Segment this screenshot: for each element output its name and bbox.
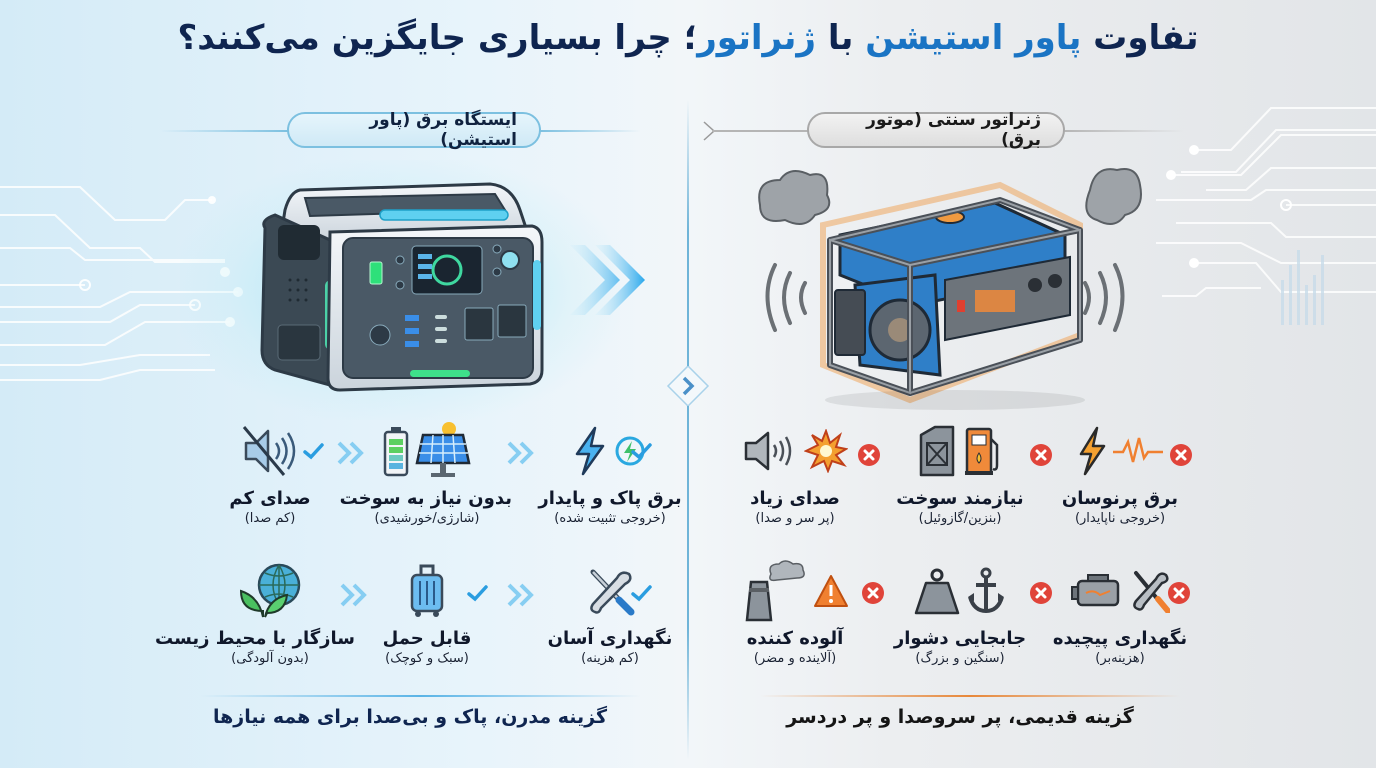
feature-complex-maintenance: نگهداری پیچیده (هزینه‌بر) [1035,560,1205,666]
chevrons-icon [337,441,364,465]
feature-title: قابل حمل [382,628,472,649]
loud-speaker-icon [744,431,792,471]
feature-subtitle: (خروجی تثبیت شده) [554,511,666,526]
feature-subtitle: (آلاینده و مضر) [753,651,837,666]
feature-subtitle: (بنزین/گازوئیل) [918,511,1002,526]
jerrycan-icon [919,425,955,477]
feature-portable: قابل حمل (سبک و کوچک) [342,560,512,666]
cross-icon [1168,582,1190,604]
feature-subtitle: (پر سر و صدا) [755,511,835,526]
left-footer-line [200,695,640,697]
pulse-wave-icon [1113,437,1163,463]
center-chevron-icon [666,366,710,406]
engine-icon [1071,574,1120,607]
feature-title: آلوده کننده [746,628,844,649]
feature-title: برق پرنوسان [1061,488,1179,509]
forward-arrows-icon [570,245,645,315]
generator-illustration [758,168,1142,410]
feature-title: نگهداری پیچیده [1052,628,1188,649]
check-icon [631,443,652,460]
anchor-icon [968,567,1004,614]
feature-subtitle: (هزینه‌بر) [1095,651,1145,666]
wrench-screwdriver-icon [1133,571,1170,613]
cross-icon [1030,444,1052,466]
fuel-pump-icon [965,427,999,475]
feature-subtitle: (کم هزینه) [581,651,639,666]
battery-icon [383,427,409,477]
wrench-screwdriver-icon [590,569,635,616]
cross-icon [862,582,884,604]
feature-unstable-power: برق پرنوسان (خروجی ناپایدار) [1035,420,1205,526]
explosion-icon [804,429,848,473]
title-highlight-generator: ژنراتور [697,18,816,58]
feature-title: جابجایی دشوار [893,628,1027,649]
right-section-header: ژنراتور سنتی (موتور برق) [807,110,1065,150]
title-part-2: با [816,18,866,58]
left-section-header: ایستگاه برق (پاور استیشن) [287,110,541,150]
feature-clean-power: برق پاک و پایدار (خروجی تثبیت شده) [525,420,695,526]
factory-smoke-icon [745,560,805,622]
feature-title: نگهداری آسان [547,628,673,649]
page-title: تفاوت پاور استیشن با ژنراتور؛ چرا بسیاری… [0,18,1376,58]
feature-easy-maintenance: نگهداری آسان (کم هزینه) [525,560,695,666]
feature-subtitle: (شارژی/خورشیدی) [374,511,480,526]
chevrons-icon [507,583,534,607]
feature-title: بدون نیاز به سوخت [339,488,512,509]
feature-needs-fuel: نیازمند سوخت (بنزین/گازوئیل) [875,420,1045,526]
check-icon [303,443,324,460]
feature-title: صدای زیاد [750,488,840,509]
check-icon [631,585,652,602]
title-part-3: ؛ چرا بسیاری جایگزین می‌کنند؟ [177,18,698,58]
check-icon [467,585,488,602]
feature-hard-to-move: جابجایی دشوار (سنگین و بزرگ) [875,560,1045,666]
right-header-line [712,130,808,132]
feature-title: سازگار با محیط زیست [155,628,355,649]
right-footer-summary: گزینه قدیمی، پر سروصدا و پر دردسر [786,706,1134,728]
feature-eco-friendly: سازگار با محیط زیست (بدون آلودگی) [155,560,355,666]
cross-icon [1170,444,1192,466]
muted-speaker-icon [242,426,296,476]
feature-subtitle: (بدون آلودگی) [231,651,309,666]
solar-panel-icon [415,422,471,477]
feature-low-noise: صدای کم (کم صدا) [185,420,355,526]
warning-icon [814,575,848,607]
chevrons-icon [340,583,367,607]
lightning-icon [575,426,605,476]
chevrons-icon [507,441,534,465]
title-highlight-power-station: پاور استیشن [865,18,1082,58]
right-footer-line [760,695,1180,697]
feature-subtitle: (کم صدا) [244,511,296,526]
feature-title: برق پاک و پایدار [538,488,682,509]
left-footer-summary: گزینه مدرن، پاک و بی‌صدا برای همه نیازها [212,706,608,728]
weight-icon [914,568,960,615]
power-station-illustration [260,182,544,392]
cross-icon [1030,582,1052,604]
cross-icon [858,444,880,466]
feature-title: صدای کم [229,488,311,509]
suitcase-icon [410,564,444,617]
globe-leaf-icon [239,563,301,618]
left-header-line [160,130,288,132]
feature-loud-noise: صدای زیاد (پر سر و صدا) [710,420,880,526]
right-header-line-2 [1064,130,1184,132]
lightning-icon [1079,426,1106,476]
center-divider [687,100,689,760]
feature-subtitle: (سبک و کوچک) [385,651,469,666]
feature-no-fuel: بدون نیاز به سوخت (شارژی/خورشیدی) [339,420,512,526]
left-header-line-2 [540,130,640,132]
feature-polluting: آلوده کننده (آلاینده و مضر) [710,560,880,666]
feature-title: نیازمند سوخت [896,488,1024,509]
feature-subtitle: (خروجی ناپایدار) [1074,511,1166,526]
title-part-1: تفاوت [1081,18,1199,58]
feature-subtitle: (سنگین و بزرگ) [915,651,1005,666]
